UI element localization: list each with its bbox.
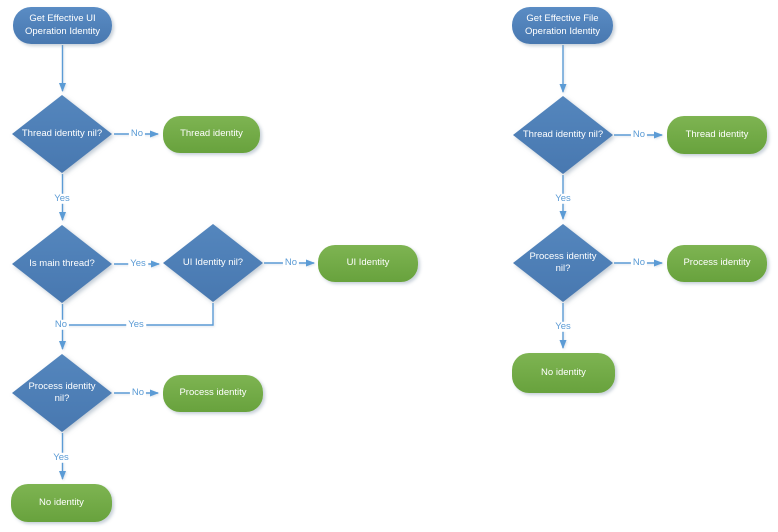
ui-no-identity-label: No identity <box>39 496 84 508</box>
ui-identity-result: UI Identity <box>318 245 418 282</box>
file-process-identity-label: Process identity <box>683 257 751 269</box>
ui-thread-nil-label: Thread identity nil? <box>21 127 103 139</box>
file-process-nil-label: Process identity nil? <box>529 250 597 274</box>
connector-ui-uidecision-yes-merge <box>63 303 214 326</box>
edge-label-no: No <box>630 128 648 141</box>
ui-main-thread-label: Is main thread? <box>29 257 95 269</box>
file-no-identity-label: No identity <box>541 366 586 378</box>
edge-label-no: No <box>52 318 70 331</box>
edge-label-no: No <box>282 256 300 269</box>
file-thread-identity-label: Thread identity <box>685 128 749 140</box>
ui-start-node: Get Effective UI Operation Identity <box>13 7 112 44</box>
edge-label-yes: Yes <box>52 192 72 205</box>
edge-label-no: No <box>630 256 648 269</box>
ui-process-nil-decision: Process identity nil? <box>12 354 112 432</box>
file-thread-nil-label: Thread identity nil? <box>522 128 604 140</box>
file-start-label: Get Effective File Operation Identity <box>525 13 600 37</box>
file-thread-identity-result: Thread identity <box>667 116 767 154</box>
file-start-node: Get Effective File Operation Identity <box>512 7 613 44</box>
ui-thread-nil-decision: Thread identity nil? <box>12 95 112 173</box>
edge-label-yes: Yes <box>51 451 71 464</box>
edge-label-no: No <box>129 386 147 399</box>
file-process-nil-decision: Process identity nil? <box>513 224 613 302</box>
ui-no-identity-result: No identity <box>11 484 112 522</box>
edge-label-yes: Yes <box>553 320 573 333</box>
edge-label-no: No <box>128 127 146 140</box>
ui-identity-label: UI Identity <box>346 257 390 269</box>
ui-identity-nil-label: UI Identity nil? <box>182 256 244 268</box>
ui-identity-nil-decision: UI Identity nil? <box>163 224 263 302</box>
file-thread-nil-decision: Thread identity nil? <box>513 96 613 174</box>
ui-process-identity-result: Process identity <box>163 375 263 412</box>
ui-thread-identity-label: Thread identity <box>180 128 243 140</box>
ui-start-label: Get Effective UI Operation Identity <box>25 13 100 37</box>
ui-process-nil-label: Process identity nil? <box>28 380 96 404</box>
ui-main-thread-decision: Is main thread? <box>12 225 112 303</box>
file-process-identity-result: Process identity <box>667 245 767 282</box>
file-no-identity-result: No identity <box>512 353 615 393</box>
ui-thread-identity-result: Thread identity <box>163 116 260 153</box>
edge-label-yes: Yes <box>553 192 573 205</box>
edge-label-yes: Yes <box>128 257 148 270</box>
edge-label-yes: Yes <box>126 318 146 331</box>
ui-process-identity-label: Process identity <box>179 387 247 399</box>
